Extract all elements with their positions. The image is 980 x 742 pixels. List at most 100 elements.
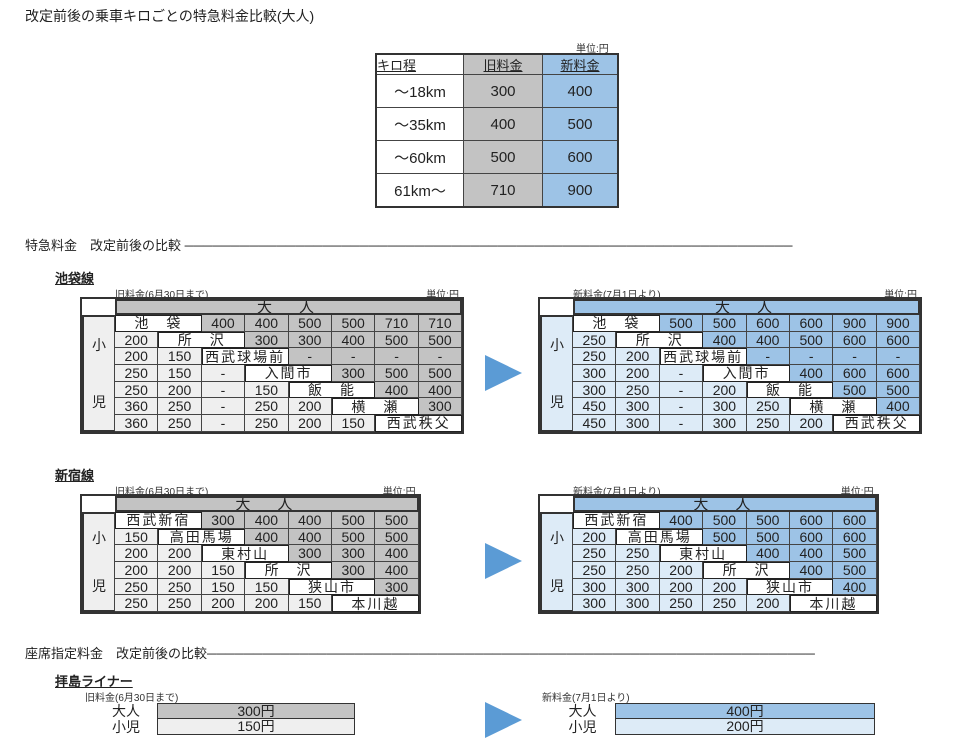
adult-fare: 400 bbox=[201, 315, 246, 332]
adult-fare: 600 bbox=[833, 365, 877, 382]
child-fare: 200 bbox=[115, 562, 159, 579]
adult-fare: 400 bbox=[375, 545, 419, 563]
adult-fare: 600 bbox=[876, 365, 921, 382]
child-fare: 200 bbox=[703, 578, 747, 596]
child-fare: - bbox=[659, 381, 704, 399]
station-name: 東村山 bbox=[659, 545, 747, 563]
adult-fare: 600 bbox=[833, 512, 877, 529]
adult-fare: 500 bbox=[746, 528, 790, 546]
corner-blank bbox=[82, 299, 115, 315]
child-label-char: 児 bbox=[92, 393, 106, 410]
child-fare: 250 bbox=[158, 398, 202, 416]
adult-fare: 300 bbox=[331, 562, 376, 579]
adult-fare: 600 bbox=[789, 315, 834, 332]
adult-fare: 500 bbox=[703, 528, 747, 546]
adult-fare: 600 bbox=[789, 512, 834, 529]
adult-fare: 600 bbox=[789, 528, 834, 546]
section-heading-express: 特急料金 改定前後の比較 ───────────────────────────… bbox=[25, 238, 793, 253]
station-name: 入間市 bbox=[245, 365, 332, 382]
child-label-char: 児 bbox=[550, 393, 564, 410]
child-label-char: 小 bbox=[550, 337, 564, 354]
child-fare: 150 bbox=[245, 578, 289, 596]
child-fare: 150 bbox=[201, 562, 246, 579]
child-fare: 250 bbox=[746, 415, 790, 432]
adult-fare: 900 bbox=[833, 315, 877, 332]
child-fare: 250 bbox=[115, 578, 159, 596]
station-name: 西武秩父 bbox=[833, 415, 921, 432]
child-fare: 450 bbox=[573, 415, 617, 432]
child-fare: 250 bbox=[115, 381, 159, 399]
child-fare: 250 bbox=[703, 595, 747, 613]
adult-header: 大 人 bbox=[115, 299, 463, 315]
new-child-fare: 200円 bbox=[615, 719, 875, 735]
haijima-new-table: 大人 400円 小児 200円 bbox=[550, 703, 875, 735]
new-fare: 400 bbox=[542, 74, 619, 108]
child-fare: 250 bbox=[573, 562, 617, 579]
station-name: 横 瀬 bbox=[331, 398, 419, 416]
header-km: キロ程 bbox=[375, 53, 464, 75]
new-unit-label: 単位:円 bbox=[840, 487, 874, 498]
child-fare: 200 bbox=[245, 595, 289, 613]
adult-fare: 500 bbox=[789, 331, 834, 349]
arrow-icon bbox=[485, 355, 522, 391]
child-label-char: 小 bbox=[92, 530, 106, 547]
child-fare: 250 bbox=[659, 595, 704, 613]
km-range: ～60km bbox=[375, 140, 464, 174]
corner-blank bbox=[540, 299, 573, 315]
old-unit-label: 単位:円 bbox=[426, 290, 459, 301]
child-fare: 200 bbox=[573, 528, 617, 546]
child-fare: 300 bbox=[616, 578, 660, 596]
child-fare: 150 bbox=[245, 381, 289, 399]
adult-fare: 900 bbox=[876, 315, 921, 332]
station-name: 高田馬場 bbox=[616, 528, 704, 546]
adult-fare: 400 bbox=[331, 331, 376, 349]
child-fare: 250 bbox=[115, 595, 159, 613]
child-fare: 360 bbox=[115, 398, 159, 416]
child-fare: 250 bbox=[573, 545, 617, 563]
adult-fare: 500 bbox=[746, 512, 790, 529]
child-fare: 300 bbox=[616, 398, 660, 416]
old-fare: 710 bbox=[463, 173, 543, 208]
station-name: 所 沢 bbox=[616, 331, 704, 349]
child-label: 小児 bbox=[568, 719, 597, 735]
child-fare: 250 bbox=[746, 398, 790, 416]
adult-label: 大人 bbox=[568, 703, 597, 719]
old-fare-caption: 旧料金(6月30日まで) bbox=[115, 290, 209, 301]
adult-fare: 400 bbox=[789, 365, 834, 382]
child-fare: 250 bbox=[616, 381, 660, 399]
station-name: 池 袋 bbox=[115, 315, 202, 332]
child-fare: 250 bbox=[245, 415, 289, 432]
child-fare: 200 bbox=[115, 545, 159, 563]
adult-fare: - bbox=[833, 348, 877, 366]
child-fare: - bbox=[201, 381, 246, 399]
child-fare: 300 bbox=[616, 415, 660, 432]
child-fare: 300 bbox=[703, 415, 747, 432]
child-label: 小児 bbox=[82, 512, 115, 613]
child-label: 小児 bbox=[540, 512, 573, 613]
adult-fare: 500 bbox=[288, 315, 332, 332]
adult-fare: 500 bbox=[833, 562, 877, 579]
adult-fare: - bbox=[876, 348, 921, 366]
adult-fare: 400 bbox=[245, 512, 289, 529]
section-heading-seat: 座席指定料金 改定前後の比較──────────────────────────… bbox=[25, 646, 815, 661]
adult-fare: - bbox=[375, 348, 419, 366]
adult-fare: 600 bbox=[746, 315, 790, 332]
adult-fare: 300 bbox=[288, 331, 332, 349]
child-fare: 250 bbox=[573, 348, 617, 366]
adult-fare: 400 bbox=[245, 528, 289, 546]
adult-fare: 500 bbox=[375, 365, 419, 382]
child-fare: 200 bbox=[746, 595, 790, 613]
old-fare: 300 bbox=[463, 74, 543, 108]
child-fare: 360 bbox=[115, 415, 159, 432]
old-child-fare: 150円 bbox=[157, 719, 355, 735]
adult-fare: 400 bbox=[245, 315, 289, 332]
adult-fare: - bbox=[418, 348, 463, 366]
new-fare-caption: 新料金(7月1日より) bbox=[542, 693, 630, 704]
corner-blank bbox=[82, 496, 115, 512]
new-fare-caption: 新料金(7月1日より) bbox=[573, 290, 661, 301]
adult-fare: 500 bbox=[375, 331, 419, 349]
old-fare: 400 bbox=[463, 107, 543, 141]
